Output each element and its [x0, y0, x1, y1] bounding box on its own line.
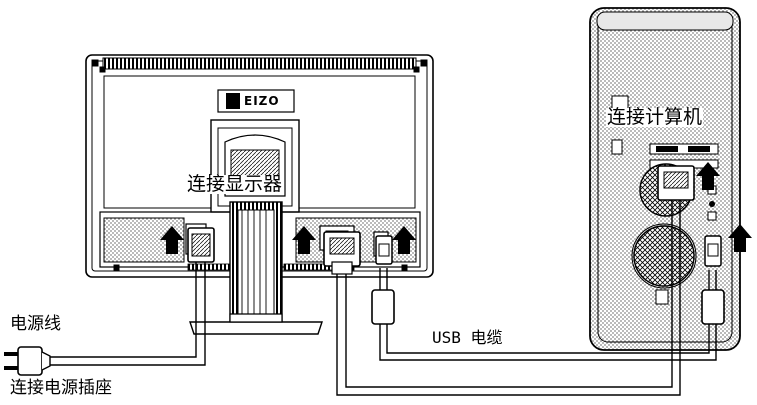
arrow-up-icon — [392, 226, 416, 254]
label-connect-computer: 连接计算机 — [606, 106, 704, 128]
label-connect-outlet: 连接电源插座 — [10, 378, 112, 398]
label-usb-cable: USB 电缆 — [432, 328, 503, 347]
up-arrows — [160, 162, 752, 254]
arrow-up-icon — [696, 162, 720, 190]
label-power-cord: 电源线 — [10, 314, 61, 334]
label-connect-monitor: 连接显示器 — [186, 173, 284, 195]
monitor — [85, 54, 434, 335]
arrow-up-icon — [160, 226, 184, 254]
plugs — [4, 165, 725, 376]
arrow-up-icon — [292, 226, 316, 254]
eizo-logo: EIZO — [244, 94, 280, 108]
arrow-up-icon — [728, 224, 752, 252]
